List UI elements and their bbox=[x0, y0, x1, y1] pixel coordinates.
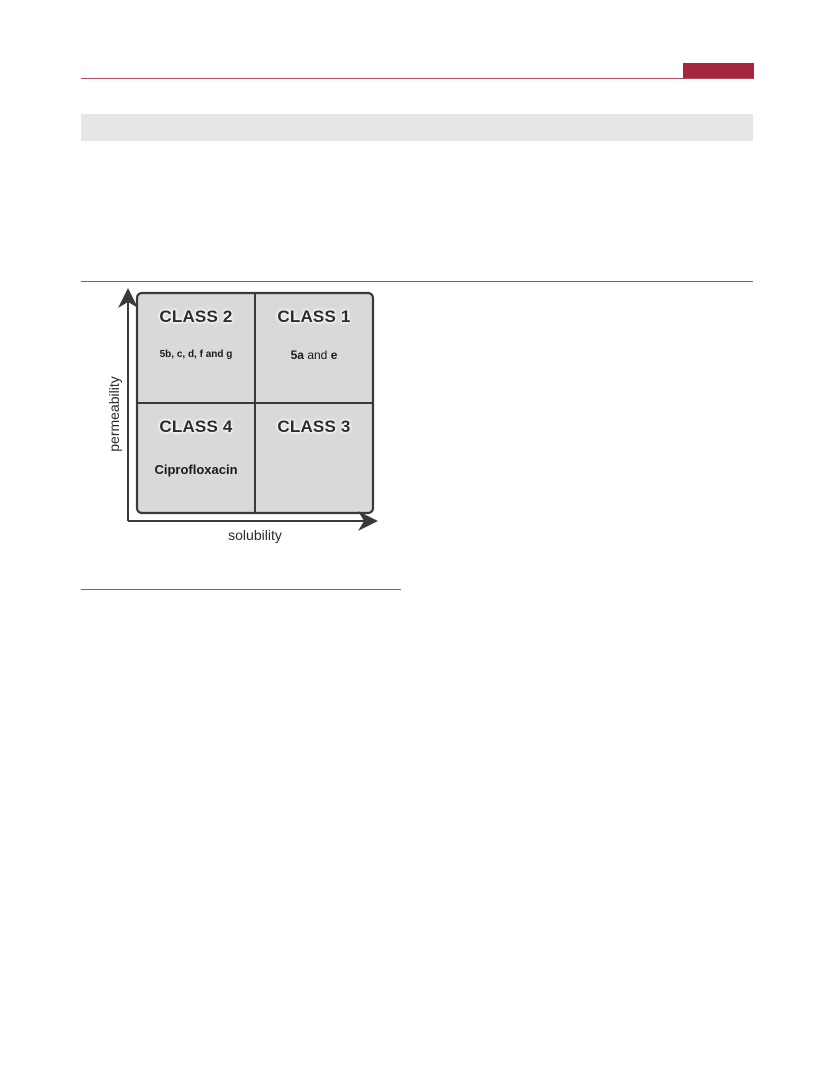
diagram-graphics bbox=[118, 288, 378, 531]
x-axis-label: solubility bbox=[228, 527, 282, 543]
quadrant-title: CLASS 2 bbox=[159, 307, 233, 326]
quadrant-members: 5b, c, d, f and g bbox=[159, 349, 233, 360]
figure-top-rule bbox=[81, 281, 753, 282]
quadrant-members: Ciprofloxacin bbox=[154, 462, 238, 477]
quadrant-members: 5a and e bbox=[255, 348, 373, 362]
header-accent-tab bbox=[683, 63, 754, 79]
quadrant-class-2: CLASS 2 5b, c, d, f and g bbox=[137, 293, 255, 403]
quadrant-class-4: CLASS 4 Ciprofloxacin bbox=[137, 403, 255, 513]
bcs-classification-diagram: CLASS 2 5b, c, d, f and g CLASS 1 5a and… bbox=[100, 288, 390, 550]
header-rule bbox=[81, 78, 753, 79]
member-5a: 5a bbox=[290, 348, 304, 362]
figure-bottom-rule bbox=[81, 589, 401, 590]
quadrant-class-3: CLASS 3 bbox=[255, 403, 373, 513]
member-conjunction: and bbox=[307, 348, 328, 362]
member-e: e bbox=[330, 348, 338, 362]
quadrant-title: CLASS 4 bbox=[159, 417, 233, 436]
quadrant-title: CLASS 1 bbox=[277, 307, 351, 326]
y-axis-label: permeability bbox=[106, 376, 122, 452]
quadrant-class-1: CLASS 1 5a and e bbox=[255, 293, 373, 403]
section-banner bbox=[81, 114, 753, 141]
quadrant-title: CLASS 3 bbox=[277, 417, 351, 436]
